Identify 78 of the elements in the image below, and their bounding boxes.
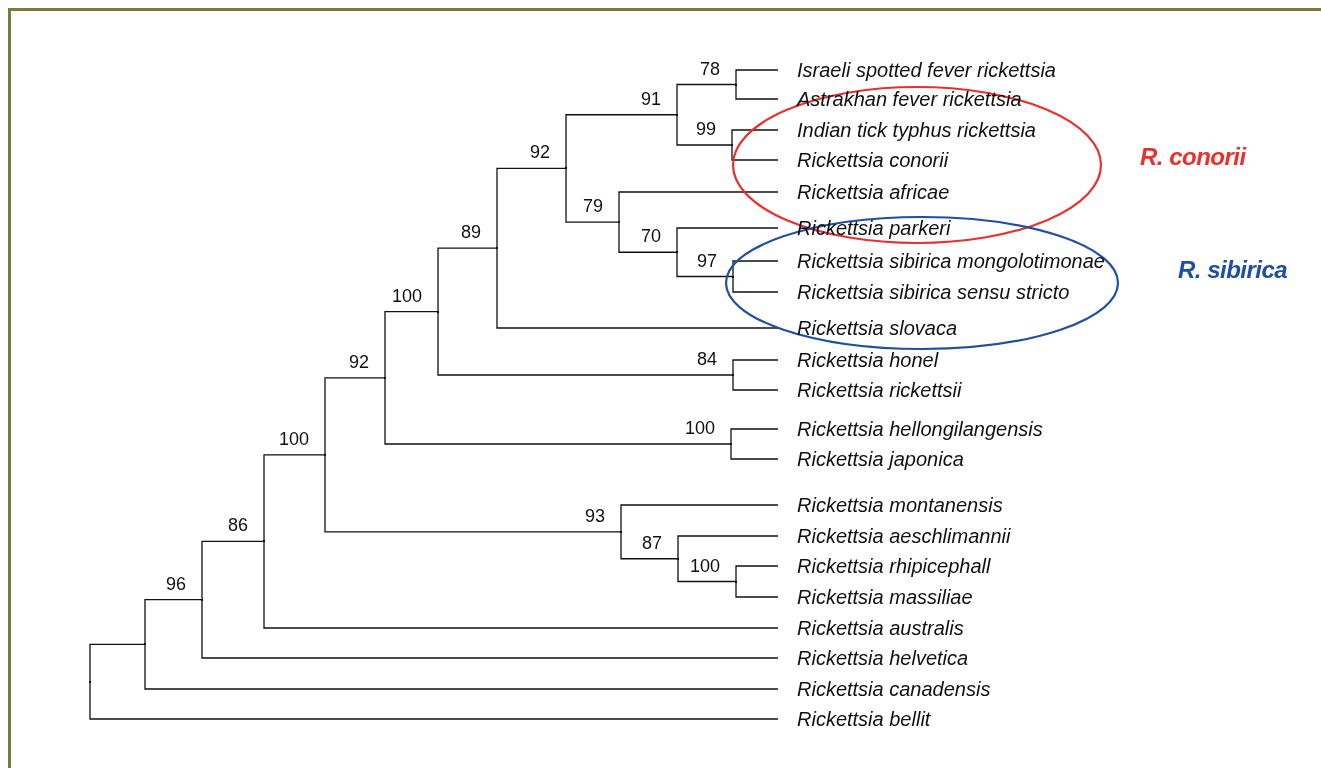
- taxon-name: Rickettsia conorii: [797, 148, 949, 173]
- tree-branch: [735, 83, 779, 100]
- bootstrap-value: 70: [640, 226, 661, 247]
- bootstrap-value: 87: [641, 532, 662, 553]
- bootstrap-value: 100: [278, 428, 309, 449]
- bootstrap-value: 100: [391, 285, 422, 306]
- tree-branch: [437, 310, 734, 376]
- tree-branch: [324, 454, 622, 533]
- taxon-name: Rickettsia honel: [797, 348, 939, 373]
- tree-branch: [496, 247, 779, 329]
- bootstrap-value: 86: [227, 515, 248, 536]
- tree-branch: [496, 167, 567, 249]
- tree-branch: [89, 681, 779, 720]
- tree-branch: [618, 191, 779, 223]
- bootstrap-value: 99: [695, 119, 716, 139]
- tree-branch: [565, 167, 620, 223]
- tree-branch: [732, 359, 779, 376]
- taxon-name: Rickettsia hellongilangensis: [797, 417, 1043, 442]
- taxon-name: Indian tick typhus rickettsia: [797, 118, 1036, 143]
- bootstrap-value: 84: [696, 349, 717, 369]
- tree-branch: [676, 83, 737, 116]
- tree-branch: [735, 69, 779, 86]
- tree-branch: [677, 535, 779, 560]
- tree-branch: [732, 374, 779, 391]
- taxon-name: Rickettsia rickettsii: [797, 378, 962, 403]
- taxon-name: Rickettsia massiliae: [797, 585, 973, 610]
- tree-branch: [677, 558, 737, 583]
- tree-branch: [437, 247, 498, 313]
- taxon-name: Rickettsia helvetica: [797, 646, 969, 671]
- taxon-name: Rickettsia sibirica sensu stricto: [797, 280, 1070, 305]
- taxon-name: Rickettsia aeschlimannii: [797, 524, 1011, 549]
- tree-branch: [89, 643, 146, 683]
- taxon-name: Rickettsia canadensis: [797, 677, 991, 702]
- tree-branch: [620, 504, 779, 533]
- tree-branch: [730, 428, 779, 445]
- tree-branch: [620, 531, 679, 560]
- clade-label: R. conorii: [1140, 143, 1246, 171]
- tree-branch: [732, 275, 779, 293]
- tree-branch: [201, 599, 779, 659]
- tree-branch: [731, 144, 779, 161]
- bootstrap-value: 100: [684, 418, 715, 438]
- tree-branch: [676, 114, 733, 146]
- tree-branch: [618, 221, 678, 253]
- taxon-name: Rickettsia slovaca: [797, 316, 958, 341]
- tree-branch: [384, 310, 439, 379]
- tree-branch: [565, 114, 678, 170]
- tree-branch: [735, 565, 779, 583]
- bootstrap-value: 92: [529, 142, 550, 163]
- tree-branch: [263, 454, 326, 543]
- bootstrap-value: 79: [582, 196, 603, 217]
- bootstrap-value: 93: [584, 505, 605, 526]
- tree-branch: [144, 599, 203, 645]
- tree-branch: [324, 377, 386, 456]
- bootstrap-value: 97: [696, 250, 717, 271]
- bootstrap-value: 91: [640, 88, 661, 109]
- tree-branch: [144, 643, 779, 690]
- taxon-name: Israeli spotted fever rickettsia: [797, 58, 1056, 83]
- tree-branch: [201, 540, 265, 601]
- tree-branch: [676, 251, 734, 278]
- taxon-name: Rickettsia japonica: [797, 447, 964, 472]
- bootstrap-value: 89: [460, 222, 481, 243]
- taxon-name: Rickettsia sibirica mongolotimonae: [797, 249, 1105, 274]
- taxon-name: Rickettsia australis: [797, 616, 964, 641]
- tree-branch: [730, 443, 779, 460]
- bootstrap-value: 78: [699, 58, 720, 79]
- tree-branch: [731, 129, 779, 146]
- tree-branch: [263, 540, 779, 629]
- bootstrap-value: 100: [689, 555, 720, 576]
- taxon-name: Rickettsia bellit: [797, 707, 931, 732]
- tree-branch: [732, 260, 779, 278]
- clade-label: R. sibirica: [1178, 256, 1288, 284]
- tree-branch: [735, 580, 779, 598]
- bootstrap-value: 96: [165, 573, 186, 594]
- bootstrap-value: 92: [348, 351, 369, 372]
- taxon-name: Rickettsia rhipicephall: [797, 554, 991, 579]
- tree-branch: [384, 377, 732, 445]
- taxon-name: Rickettsia montanensis: [797, 493, 1003, 518]
- taxon-name: Rickettsia africae: [797, 180, 950, 205]
